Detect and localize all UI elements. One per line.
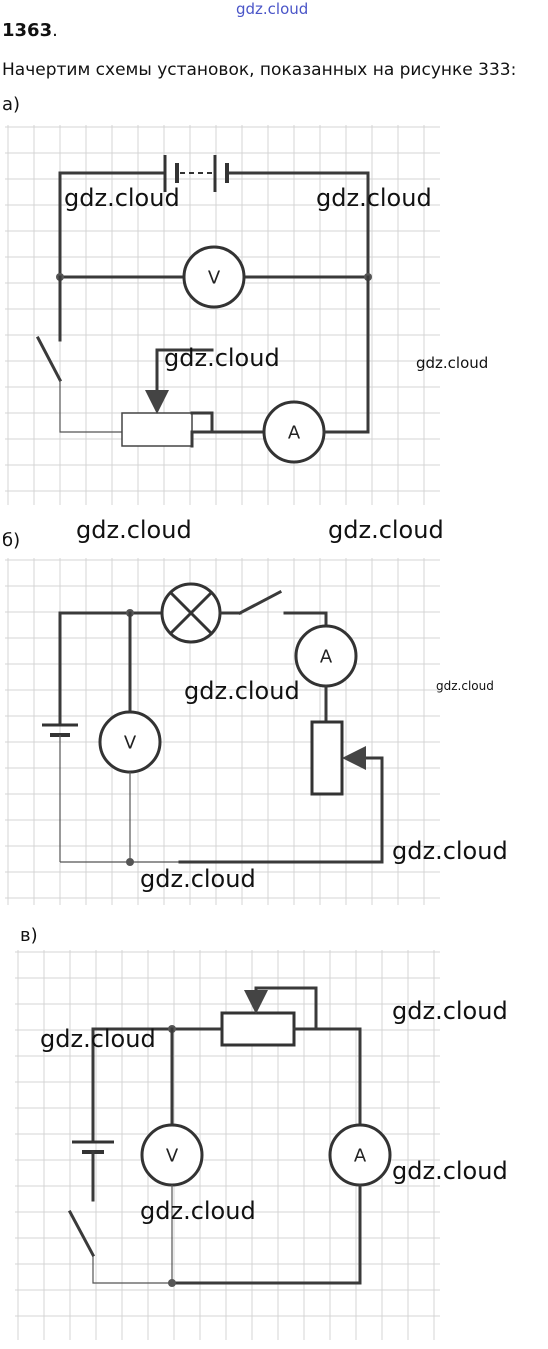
wire-c-right-down bbox=[292, 1027, 362, 1127]
wire-c-bottom-right bbox=[170, 1183, 362, 1285]
wire-a-switch-to-rheostat bbox=[59, 380, 122, 433]
watermark-b5: gdz.cloud bbox=[392, 837, 508, 865]
circuit-b: A V bbox=[42, 582, 384, 866]
watermark-a4: gdz.cloud bbox=[416, 354, 489, 372]
part-label-b: б) bbox=[2, 530, 21, 551]
ammeter-c: A bbox=[328, 1123, 392, 1187]
intro-text: Начертим схемы установок, показанных на … bbox=[2, 60, 517, 80]
voltmeter-b-label: V bbox=[124, 733, 137, 754]
switch-a bbox=[35, 335, 63, 383]
rheostat-c bbox=[220, 986, 318, 1047]
switch-c bbox=[67, 1209, 96, 1258]
voltmeter-c: V bbox=[140, 1123, 204, 1187]
circuit-a: V A bbox=[35, 155, 372, 464]
voltmeter-a-label: V bbox=[208, 268, 221, 289]
wire-a-right bbox=[322, 275, 370, 434]
rheostat-a bbox=[121, 348, 266, 448]
watermark-b1: gdz.cloud bbox=[76, 516, 192, 544]
lamp-b bbox=[160, 582, 222, 644]
grid-c bbox=[15, 950, 440, 1340]
grid-b bbox=[5, 558, 440, 905]
switch-b bbox=[237, 589, 283, 616]
voltmeter-a: V bbox=[182, 245, 246, 309]
ammeter-a-label: A bbox=[288, 423, 301, 444]
ammeter-a: A bbox=[262, 400, 326, 464]
wire-c-top-left bbox=[91, 1027, 224, 1144]
watermark-a3: gdz.cloud bbox=[164, 344, 280, 372]
problem-number: 1363. bbox=[2, 20, 58, 41]
wire-b-to-ammeter bbox=[283, 611, 328, 628]
watermark-top: gdz.cloud bbox=[236, 0, 309, 18]
ammeter-b: A bbox=[294, 624, 358, 688]
wire-a-top-left bbox=[58, 171, 167, 279]
problem-number-suffix: . bbox=[52, 20, 58, 41]
part-label-c: в) bbox=[20, 925, 38, 946]
part-label-a: а) bbox=[2, 94, 21, 115]
ammeter-b-label: A bbox=[320, 647, 333, 668]
watermark-b2: gdz.cloud bbox=[328, 516, 444, 544]
problem-number-value: 1363 bbox=[2, 20, 53, 41]
voltmeter-b: V bbox=[98, 710, 162, 774]
battery-a bbox=[163, 155, 229, 192]
watermark-b6: gdz.cloud bbox=[140, 865, 256, 893]
watermark-a2: gdz.cloud bbox=[316, 184, 432, 212]
grid-a bbox=[5, 125, 440, 505]
wire-a-top-right bbox=[226, 171, 370, 279]
watermark-c4: gdz.cloud bbox=[140, 1197, 256, 1225]
ammeter-c-label: A bbox=[354, 1146, 367, 1167]
wire-c-bottom-left bbox=[92, 1255, 172, 1284]
watermark-c1: gdz.cloud bbox=[392, 997, 508, 1025]
watermark-b3: gdz.cloud bbox=[184, 677, 300, 705]
circuit-c: A V bbox=[67, 986, 392, 1287]
watermark-a1: gdz.cloud bbox=[64, 184, 180, 212]
watermark-c2: gdz.cloud bbox=[40, 1025, 156, 1053]
watermark-b4: gdz.cloud bbox=[436, 679, 494, 693]
voltmeter-c-label: V bbox=[166, 1146, 179, 1167]
rheostat-b bbox=[310, 720, 384, 862]
watermark-c3: gdz.cloud bbox=[392, 1157, 508, 1185]
wire-b-top-left bbox=[58, 611, 164, 727]
